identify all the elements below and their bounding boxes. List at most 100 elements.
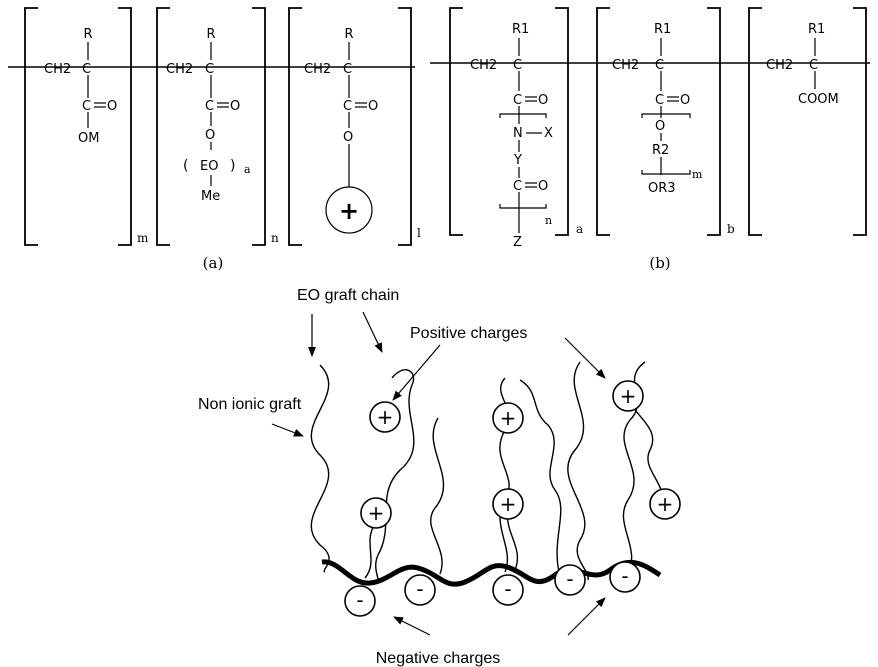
svg-text:+: + <box>368 501 385 525</box>
o-label-b2b: O <box>655 119 665 134</box>
o-label-2b: O <box>205 128 215 143</box>
subscript-a-b: a <box>576 222 583 236</box>
subscript-a-a: a <box>244 163 251 176</box>
negative-charge: - <box>404 574 436 606</box>
svg-text:-: - <box>416 577 423 601</box>
bracket-open-m <box>24 7 38 246</box>
adsorption-diagram: + + + + + + - - <box>198 287 681 667</box>
svg-text:-: - <box>504 577 511 601</box>
positive-charge: + <box>649 488 681 520</box>
bracket-close-l <box>398 7 412 246</box>
eo-label: EO <box>200 159 218 174</box>
cationic-plus-sign: + <box>339 197 359 225</box>
o-label-3b: O <box>343 130 353 145</box>
c-label-b2: C <box>655 58 664 73</box>
arrow <box>567 597 606 636</box>
bracket-open-b <box>596 7 610 236</box>
c-label-2: C <box>205 62 214 77</box>
arrow <box>393 616 431 636</box>
r1-label-2: R1 <box>654 22 671 37</box>
c-label-3b: C <box>343 99 352 114</box>
positive-charges-label: Positive charges <box>410 325 527 342</box>
r2-label: R2 <box>652 143 669 158</box>
structure-b: R1 CH2 C C O N X Y C O n Z a R1 CH2 C C … <box>430 7 870 272</box>
ch2-label-b1: CH2 <box>470 58 497 73</box>
c-label-2b: C <box>205 99 214 114</box>
arrow <box>271 423 304 437</box>
graft-chain <box>627 399 663 506</box>
r1-label-1: R1 <box>512 22 529 37</box>
positive-charge: + <box>492 488 524 520</box>
subscript-b-b: b <box>727 222 735 236</box>
svg-text:+: + <box>500 406 517 430</box>
c-label-b1: C <box>513 58 522 73</box>
z-label: Z <box>513 235 522 250</box>
graft-chain <box>375 369 415 583</box>
ch2-label-b3: CH2 <box>766 58 793 73</box>
c-label-b2b: C <box>655 93 664 108</box>
svg-text:-: - <box>356 588 363 612</box>
arrow <box>362 311 383 353</box>
positive-charge: + <box>492 402 524 434</box>
om-label: OM <box>78 131 99 146</box>
svg-text:+: + <box>657 492 674 516</box>
bracket-close-a <box>555 7 569 236</box>
r1-label-3: R1 <box>808 22 825 37</box>
negative-charges-label: Negative charges <box>376 650 501 667</box>
r-label-1: R <box>83 27 92 42</box>
caption-b: (b) <box>649 254 670 272</box>
graft-chain <box>310 364 330 573</box>
o-label-b1: O <box>538 93 548 108</box>
graft-chain <box>519 379 562 577</box>
inner-bracket-top-b <box>641 113 691 118</box>
c-label-3: C <box>343 62 352 77</box>
y-label: Y <box>513 153 522 168</box>
inner-bracket-bottom <box>499 204 547 209</box>
ch2-label-b2: CH2 <box>612 58 639 73</box>
svg-text:+: + <box>377 405 394 429</box>
o-label-2: O <box>230 99 240 114</box>
c-label-1: C <box>82 62 91 77</box>
positive-charge: + <box>369 401 401 433</box>
svg-text:-: - <box>621 564 628 588</box>
graft-chain <box>567 361 589 581</box>
arrow <box>564 337 606 379</box>
negative-charge: - <box>492 574 524 606</box>
ch2-label-1: CH2 <box>44 62 71 77</box>
bracket-open-n <box>156 7 170 246</box>
x-label: X <box>544 126 553 141</box>
particle-surface <box>321 559 662 587</box>
c-label-b3: C <box>809 58 818 73</box>
bracket-open-a <box>449 7 463 236</box>
o-label-3: O <box>368 99 378 114</box>
me-label: Me <box>201 189 220 204</box>
negative-charge: - <box>344 585 376 617</box>
bracket-close-m <box>118 7 132 246</box>
subscript-l-a: l <box>417 226 421 240</box>
caption-a: (a) <box>203 254 224 272</box>
o-label-b2: O <box>680 93 690 108</box>
inner-bracket-bottom-b <box>641 170 691 175</box>
r-label-3: R <box>344 27 353 42</box>
svg-text:+: + <box>620 384 637 408</box>
subscript-n-a: n <box>271 231 279 245</box>
o-label-b1b: O <box>538 179 548 194</box>
positive-charge: + <box>360 497 392 529</box>
subscript-m-b: m <box>692 168 703 181</box>
bracket-open-l <box>288 7 302 246</box>
non-ionic-graft-label: Non ionic graft <box>198 396 302 413</box>
positive-charge: + <box>612 380 644 412</box>
svg-text:-: - <box>566 567 573 591</box>
ch2-label-2: CH2 <box>166 62 193 77</box>
svg-text:+: + <box>500 492 517 516</box>
paren-close: ) <box>230 158 235 174</box>
bracket-open-c <box>748 7 762 236</box>
bracket-close-b <box>707 7 721 236</box>
c-label-b1b: C <box>513 93 522 108</box>
graft-chain <box>430 417 445 575</box>
inner-bracket-top <box>499 113 547 118</box>
cationic-group-circle <box>325 186 373 234</box>
arrow <box>392 344 441 401</box>
paren-open: ( <box>183 158 188 174</box>
bracket-close-n <box>252 7 266 246</box>
